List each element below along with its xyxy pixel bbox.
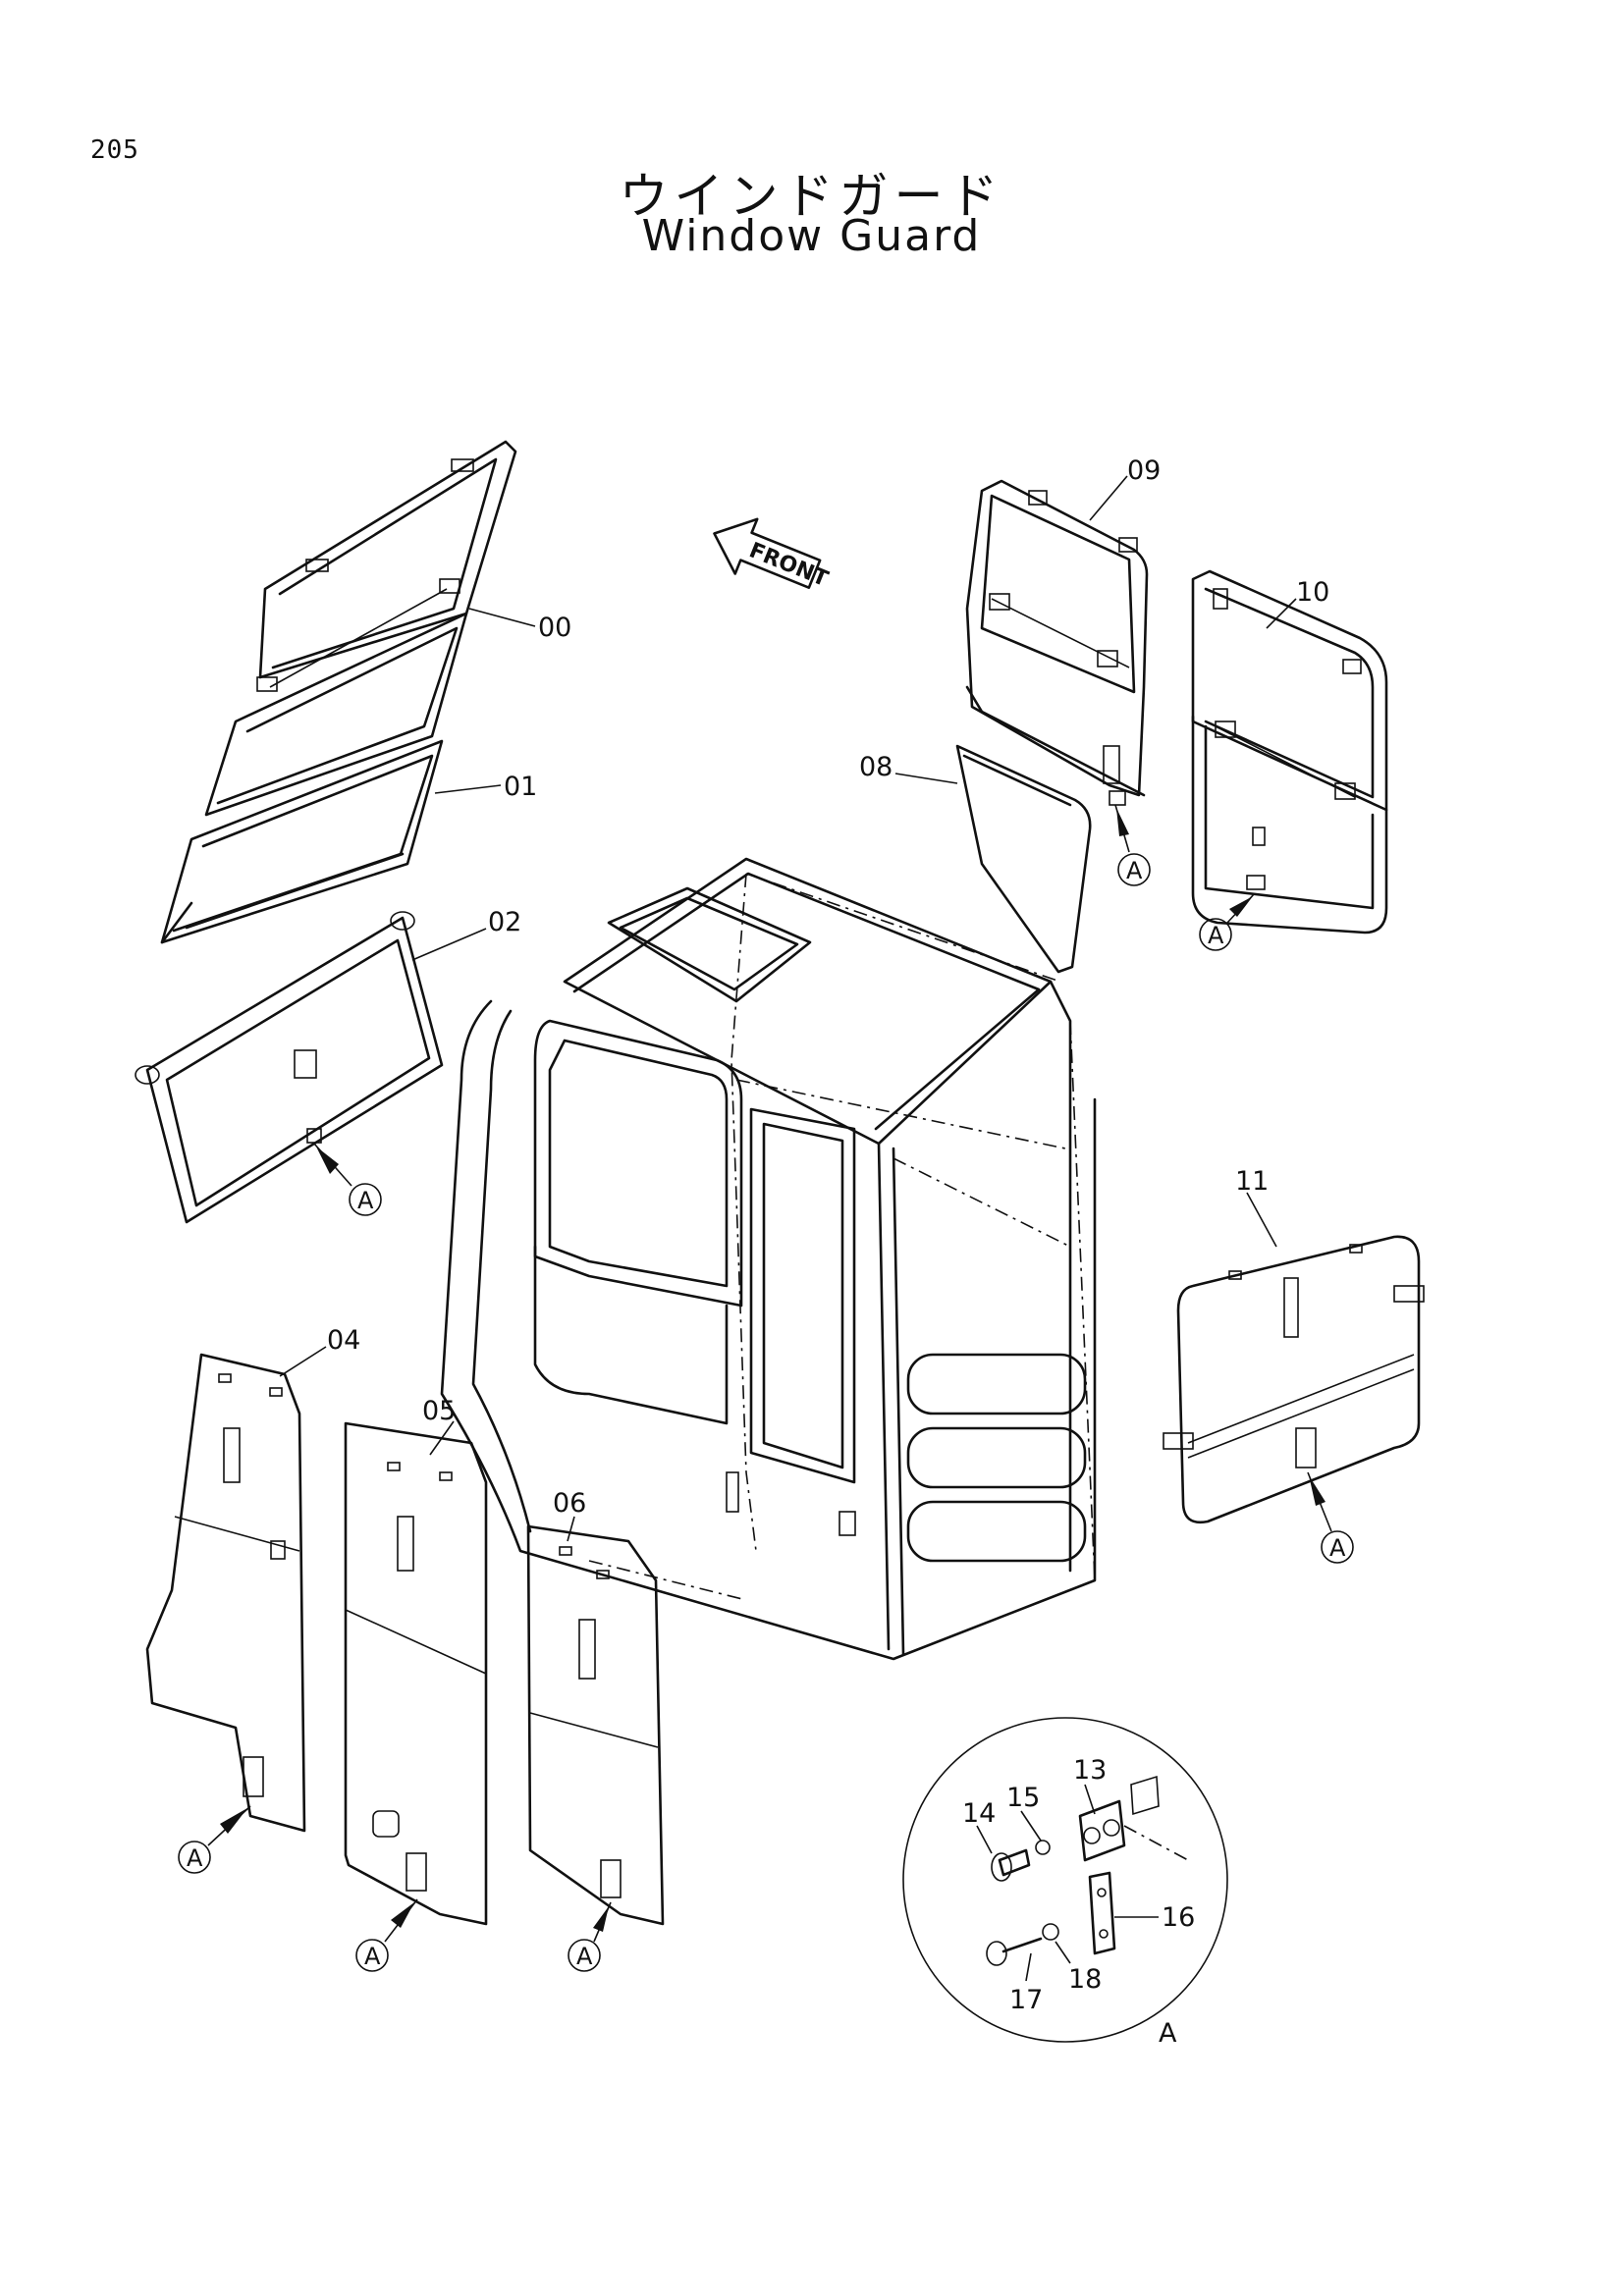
svg-text:A: A <box>357 1187 374 1214</box>
detail-a-label: A <box>1159 2018 1177 2049</box>
svg-text:A: A <box>1208 922 1224 949</box>
svg-text:A: A <box>364 1943 381 1970</box>
part-label-15: 15 <box>1006 1783 1040 1813</box>
part-label-05: 05 <box>422 1396 456 1426</box>
part-label-08: 08 <box>859 752 893 782</box>
callout-a-09 <box>1117 853 1151 886</box>
page-number: 205 <box>90 135 139 165</box>
part-label-02: 02 <box>488 907 521 937</box>
part-08-small-window-guard <box>955 744 1092 974</box>
part-05-middle-side-guard <box>344 1421 488 1926</box>
page-title-japanese: ウインドガード <box>619 168 1004 225</box>
part-label-04: 04 <box>327 1325 360 1356</box>
part-02-lower-front-guard <box>135 911 444 1224</box>
part-09-rear-upper-guard <box>965 479 1149 806</box>
part-01-middle-front-guard <box>160 739 444 944</box>
part-label-17: 17 <box>1009 1985 1043 2015</box>
part-04-left-side-guard <box>145 1353 306 1833</box>
detail-a <box>902 1717 1228 2043</box>
callout-a-11 <box>1321 1530 1354 1564</box>
part-label-14: 14 <box>962 1798 996 1829</box>
svg-text:A: A <box>1126 857 1143 884</box>
part-label-16: 16 <box>1162 1902 1195 1933</box>
part-label-01: 01 <box>504 772 537 802</box>
callout-a-02 <box>349 1183 382 1216</box>
cab-body <box>440 857 1097 1661</box>
callout-a-10 <box>1199 918 1232 951</box>
part-10-rear-window-guard <box>1191 569 1388 934</box>
svg-text:A: A <box>1329 1534 1346 1562</box>
part-label-13: 13 <box>1073 1755 1107 1786</box>
part-label-09: 09 <box>1127 455 1161 486</box>
front-direction-arrow: FRONT <box>713 517 832 592</box>
part-label-00: 00 <box>538 613 571 643</box>
page-title-english: Window Guard <box>641 211 982 261</box>
svg-text:A: A <box>576 1943 593 1970</box>
part-label-11: 11 <box>1235 1166 1269 1197</box>
callout-a-06 <box>568 1939 601 1972</box>
part-label-06: 06 <box>553 1488 586 1519</box>
callout-a-04 <box>178 1841 211 1874</box>
part-label-10: 10 <box>1296 577 1329 608</box>
callout-a-05 <box>355 1939 389 1972</box>
svg-text:A: A <box>187 1844 203 1872</box>
part-label-18: 18 <box>1068 1964 1102 1995</box>
part-00-upper-front-guard <box>204 440 517 817</box>
part-06-rear-side-guard <box>526 1524 665 1926</box>
part-11-right-side-guard <box>1163 1235 1425 1524</box>
